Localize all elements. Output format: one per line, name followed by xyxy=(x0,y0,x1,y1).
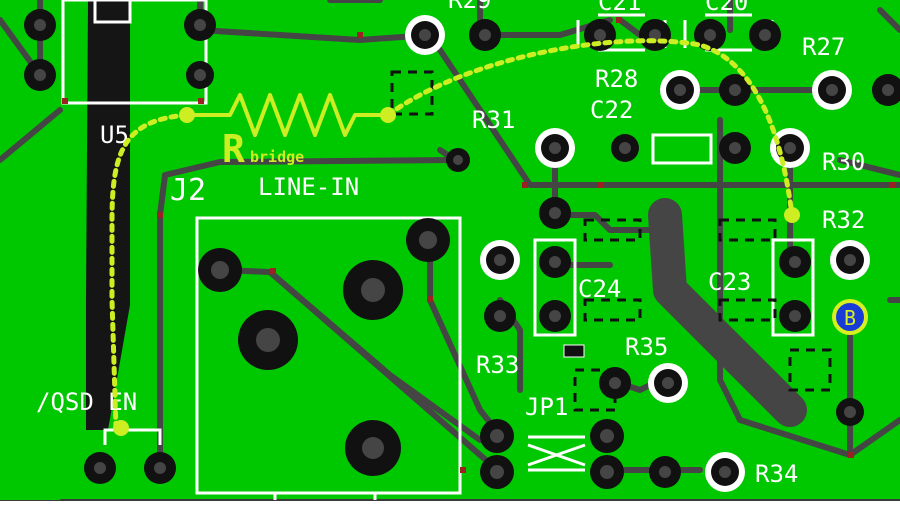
label-r28: R28 xyxy=(595,65,638,93)
small-smd-pad xyxy=(563,344,585,358)
board-edge xyxy=(0,500,900,516)
qsd-node xyxy=(113,420,129,436)
label-c20: C20 xyxy=(705,0,748,16)
jp1-outline xyxy=(527,435,586,472)
marker-b-label: B xyxy=(844,306,856,330)
qsd-jumper-outline xyxy=(103,428,162,445)
label-r33: R33 xyxy=(476,351,519,379)
label-c24: C24 xyxy=(578,275,621,303)
label-jp1: JP1 xyxy=(525,393,568,421)
j2-outline xyxy=(195,216,462,495)
label-r34: R34 xyxy=(755,460,798,488)
c23-outline xyxy=(771,238,815,337)
resistor-symbol xyxy=(187,93,388,137)
annotation-overlay: R bridge B xyxy=(109,38,868,436)
resistor-label-sub: bridge xyxy=(250,148,304,166)
trace-junctions xyxy=(62,17,896,473)
label-r31: R31 xyxy=(472,106,515,134)
ground-notch xyxy=(0,420,80,500)
u5-outline xyxy=(61,0,208,105)
r32-node xyxy=(784,207,800,223)
j2-tick xyxy=(273,493,377,500)
smd-footprints xyxy=(390,70,832,412)
c24-outline xyxy=(533,238,577,337)
label-r30: R30 xyxy=(822,148,865,176)
label-c23: C23 xyxy=(708,268,751,296)
j2-jack-holes xyxy=(198,218,450,476)
label-c21: C21 xyxy=(598,0,641,16)
label-r32: R32 xyxy=(822,206,865,234)
thick-trace xyxy=(648,198,807,427)
silkscreen-labels: U5 J2 LINE-IN /QSD EN R29 R31 C21 C20 R2… xyxy=(36,0,865,488)
label-c22: C22 xyxy=(590,96,633,124)
resistor-label-letter: R xyxy=(222,127,245,171)
black-pads xyxy=(24,9,900,489)
c22-body xyxy=(651,133,713,165)
label-r27: R27 xyxy=(802,33,845,61)
marker-b xyxy=(832,299,868,335)
u5-tab xyxy=(93,0,132,24)
label-line-in: LINE-IN xyxy=(258,173,359,201)
label-r35: R35 xyxy=(625,333,668,361)
ground-strip xyxy=(86,0,130,430)
label-r29: R29 xyxy=(448,0,491,14)
label-qsd-en: /QSD EN xyxy=(36,388,137,416)
dotted-wire-left xyxy=(109,112,190,431)
dotted-wire-arc xyxy=(385,38,795,218)
silkscreen-outlines xyxy=(61,0,815,500)
label-j2: J2 xyxy=(170,173,206,208)
